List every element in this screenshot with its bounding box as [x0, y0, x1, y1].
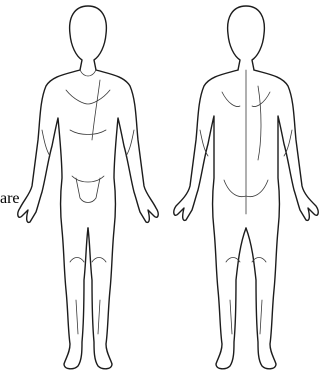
front-head: [70, 6, 107, 70]
back-head: [228, 6, 265, 70]
back-right-outline: [246, 70, 318, 369]
back-detail-lines: [200, 70, 292, 334]
front-body-figure: [18, 6, 158, 369]
back-body-figure: [174, 6, 318, 369]
stray-text-fragment: are: [0, 191, 20, 207]
back-left-outline: [174, 70, 246, 369]
front-detail-lines: [42, 70, 134, 334]
